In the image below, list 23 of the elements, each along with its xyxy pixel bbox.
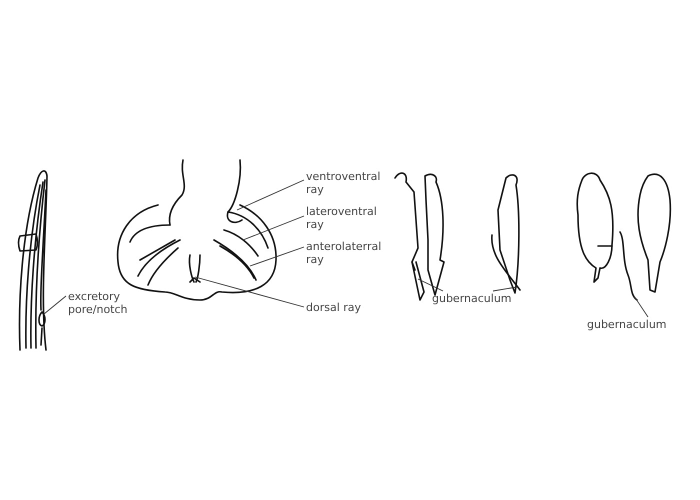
part-label: ventroventral ray [306, 170, 382, 196]
part-label: lateroventral ray [306, 205, 378, 231]
ray-drawing [227, 211, 269, 249]
leader-line [634, 296, 648, 318]
leader-line [242, 216, 304, 240]
leader-line [194, 276, 304, 308]
dorsal-ray-drawing [188, 254, 201, 283]
leader-line [44, 296, 66, 314]
excretory-pore-drawing [38, 311, 46, 327]
part-label: gubernaculum [587, 318, 668, 331]
part-label: dorsal ray [306, 301, 362, 314]
leader-line [492, 286, 518, 292]
leader-line [250, 246, 304, 266]
gubernaculum-drawing [491, 234, 521, 291]
part-label: anterolaterral ray [306, 240, 382, 266]
leader-line [418, 278, 444, 292]
leader-line [236, 180, 304, 210]
part-label: gubernaculum [432, 292, 513, 305]
part-label: excretory pore/notch [68, 290, 129, 316]
ray-drawing [223, 229, 259, 257]
gubernaculum-drawing [619, 231, 638, 301]
ray-drawing [219, 245, 255, 279]
gubernaculum-drawing [411, 261, 425, 301]
